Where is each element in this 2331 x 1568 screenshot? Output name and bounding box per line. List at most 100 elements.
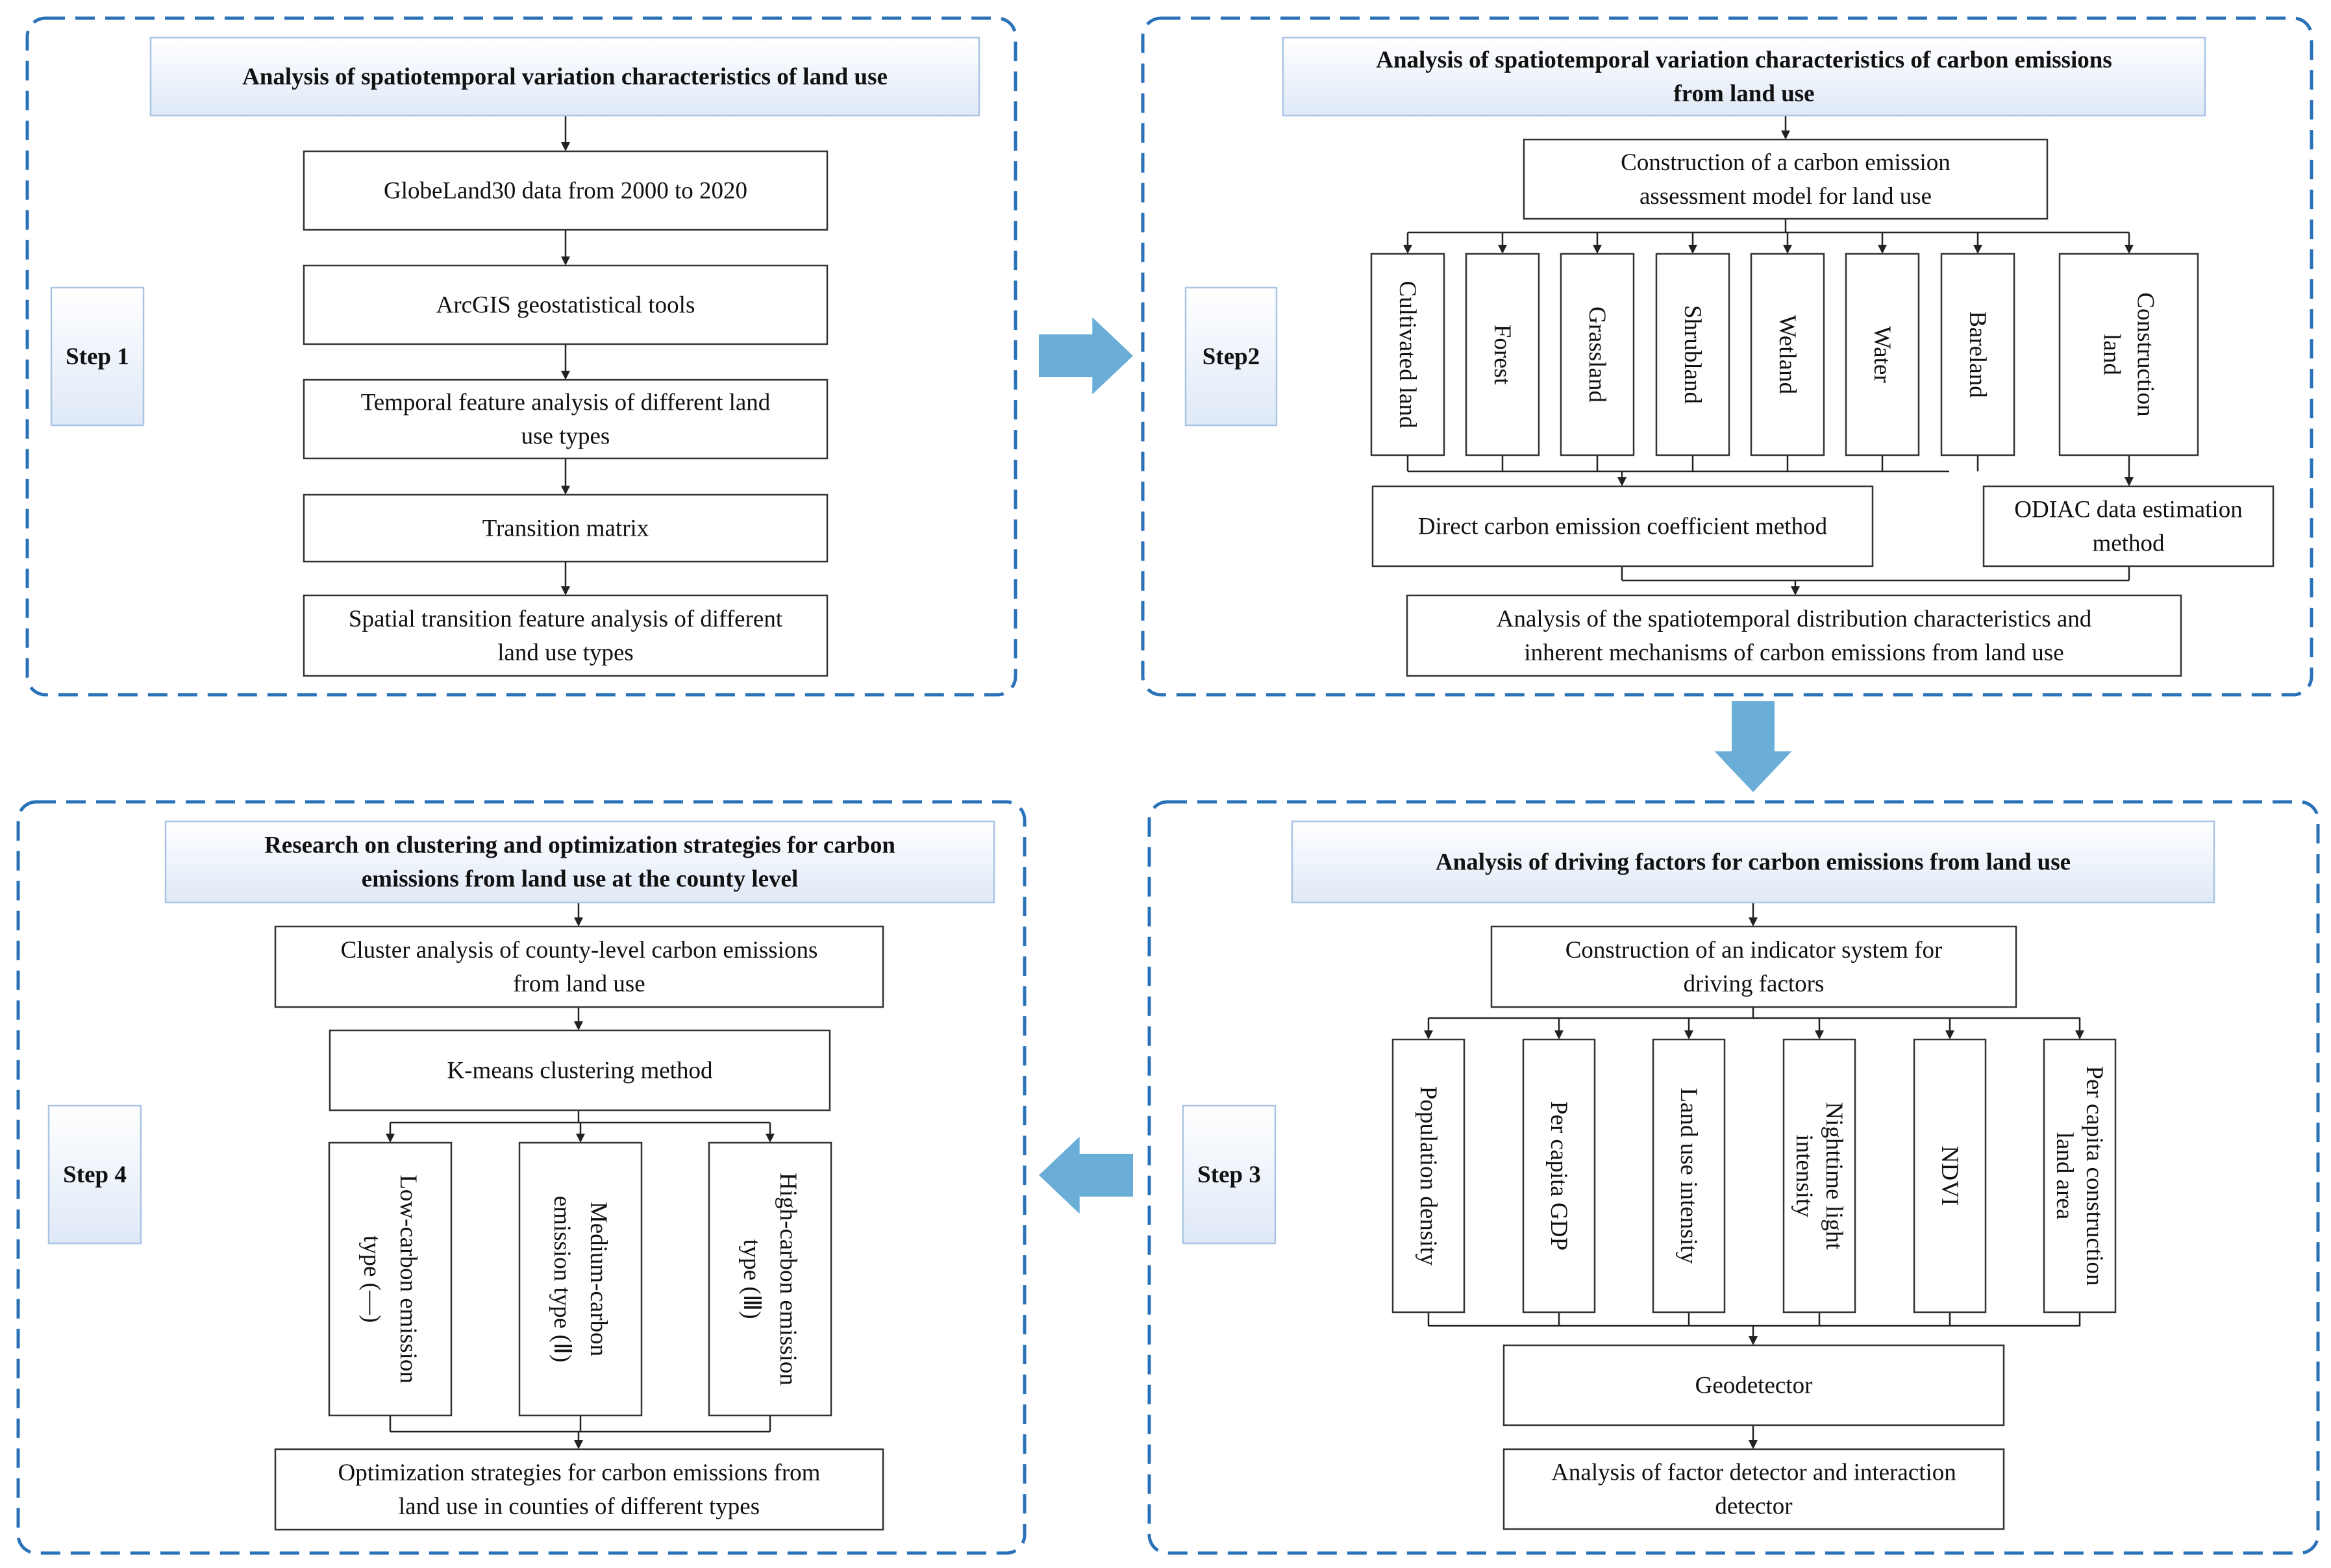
step1-title-line: Analysis of spatiotemporal variation cha…	[242, 64, 888, 90]
step4-cluster-box-line: from land use	[513, 971, 645, 997]
step3-factor-3-frame	[1652, 1038, 1726, 1313]
step4-result-box-line: Optimization strategies for carbon emiss…	[338, 1460, 821, 1486]
step3-geodetector-box-frame	[1502, 1344, 2005, 1426]
step2-type-5-line: Wetland	[1775, 315, 1801, 395]
step4-title: Research on clustering and optimization …	[164, 820, 995, 904]
step3-factor-2: Per capita GDP	[1522, 1038, 1596, 1313]
step2-type-7-frame	[1940, 253, 2015, 456]
step3-arrow-factor-2-head	[1554, 1030, 1564, 1039]
step4-result-box: Optimization strategies for carbon emiss…	[274, 1448, 884, 1531]
step3-factor-3: Land use intensity	[1652, 1038, 1726, 1313]
step4-panel	[16, 800, 1027, 1555]
step4-kmeans-box-frame	[329, 1029, 831, 1112]
step2-type-7-line: Bareland	[1965, 311, 1991, 398]
step1-box-1-line: GlobeLand30 data from 2000 to 2020	[384, 177, 747, 204]
step1-box-1-label: GlobeLand30 data from 2000 to 2020	[384, 177, 747, 204]
step3-factor-6: Per capita constructionland area	[2043, 1038, 2117, 1313]
step3-label-box-line: Step 3	[1197, 1162, 1261, 1188]
step1-label-box: Step 1	[50, 286, 145, 427]
step2-arrow-type-3-head	[1593, 245, 1602, 254]
step4-type-2-label: Medium-carbonemission type (Ⅱ)	[549, 1196, 612, 1363]
step2-label-box-frame	[1184, 286, 1278, 427]
step2-odiac-box-frame	[1982, 485, 2275, 567]
step4-arrow-type-2-head	[576, 1134, 585, 1143]
step3-factor-1-line: Population density	[1415, 1086, 1442, 1266]
step3-label-box-label: Step 3	[1197, 1162, 1261, 1188]
step3-title: Analysis of driving factors for carbon e…	[1291, 820, 2215, 904]
step2-type-6-line: Water	[1869, 326, 1896, 382]
step2-arrow-type-4-head	[1688, 245, 1697, 254]
step1-title: Analysis of spatiotemporal variation cha…	[149, 36, 980, 117]
step3-title-frame	[1291, 820, 2215, 904]
step4-type-1-line: type (—)	[359, 1236, 386, 1323]
step2-type-8-frame	[2058, 253, 2199, 456]
step1-box-1: GlobeLand30 data from 2000 to 2020	[303, 150, 829, 231]
step1-box-1-frame	[303, 150, 829, 231]
step2-direct-box-label: Direct carbon emission coefficient metho…	[1418, 513, 1828, 540]
step3-indicator-box-frame	[1490, 925, 2017, 1008]
step3-factor-2-line: Per capita GDP	[1546, 1101, 1573, 1251]
step2-title-frame	[1282, 36, 2206, 117]
step2-result-box-label: Analysis of the spatiotemporal distribut…	[1497, 606, 2092, 666]
step3-factor-1-label: Population density	[1415, 1086, 1442, 1266]
step3-factor-4-label: Nighttime lightintensity	[1791, 1102, 1848, 1250]
step3-indicator-box-line: driving factors	[1684, 971, 1825, 997]
step3-result-box-line: detector	[1715, 1493, 1792, 1519]
step1-box-2-label: ArcGIS geostatistical tools	[436, 292, 695, 318]
flow-arrow-step1-to-step2	[1039, 317, 1133, 395]
step3-arrow-factor-1-head	[1424, 1030, 1433, 1039]
step2-type-6: Water	[1845, 253, 1920, 456]
step1-box-3-label: Temporal feature analysis of different l…	[361, 389, 771, 449]
step3-factor-6-line: land area	[2052, 1132, 2078, 1220]
step1-box-3-line: use types	[521, 423, 610, 449]
step2-label-box-line: Step2	[1203, 343, 1260, 370]
step1-label-box-label: Step 1	[66, 343, 129, 370]
step4-type-2-line: emission type (Ⅱ)	[549, 1196, 576, 1363]
step3-factor-5-line: NDVI	[1937, 1146, 1963, 1206]
step3-label-box-frame	[1182, 1104, 1277, 1245]
step3-factor-6-frame	[2043, 1038, 2117, 1313]
step2-type-2-label: Forest	[1490, 325, 1516, 385]
step2-arrow-type-1-head	[1403, 245, 1412, 254]
step4-title-line: emissions from land use at the county le…	[362, 865, 799, 892]
step3-factor-5: NDVI	[1913, 1038, 1987, 1313]
step3-factor-5-frame	[1913, 1038, 1987, 1313]
step4-kmeans-box-line: K-means clustering method	[447, 1057, 713, 1084]
step2-type-8-label: Constructionland	[2099, 292, 2159, 416]
step2-title-label: Analysis of spatiotemporal variation cha…	[1376, 47, 2112, 107]
step2-type-6-frame	[1845, 253, 1920, 456]
step4-arrow-result-head	[574, 1440, 583, 1449]
step2-type-5-label: Wetland	[1775, 315, 1801, 395]
step2-type-4-label: Shrubland	[1680, 305, 1706, 404]
step3-arrow-geo-head	[1749, 1336, 1758, 1345]
step3-arrow-factor-6-head	[2075, 1030, 2084, 1039]
step2-arrow-type-7-head	[1973, 245, 1982, 254]
step2-type-2: Forest	[1465, 253, 1540, 456]
step4-type-1-frame	[328, 1141, 453, 1417]
step3-factor-6-label: Per capita constructionland area	[2052, 1065, 2108, 1286]
step3-panel	[1147, 800, 2320, 1555]
step3-arrow-factor-3-head	[1684, 1030, 1693, 1039]
step2-result-box-line: Analysis of the spatiotemporal distribut…	[1497, 606, 2092, 632]
step3-arrow-factor-4-head	[1815, 1030, 1824, 1039]
step1-box-5: Spatial transition feature analysis of d…	[303, 594, 829, 677]
step4-arrow-type-1-head	[386, 1134, 395, 1143]
step2-model-box-frame	[1523, 138, 2049, 220]
step3-factor-1: Population density	[1391, 1038, 1465, 1313]
step4-cluster-box-label: Cluster analysis of county-level carbon …	[341, 937, 818, 997]
step3-factor-2-label: Per capita GDP	[1546, 1101, 1573, 1251]
flow-arrow-step3-to-step4	[1039, 1136, 1133, 1214]
step2-type-1-line: Cultivated land	[1395, 280, 1421, 429]
step4-result-box-label: Optimization strategies for carbon emiss…	[338, 1460, 821, 1520]
step4-type-1-line: Low-carbon emission	[395, 1175, 422, 1384]
step1-arrow-0-head	[561, 142, 570, 151]
step2-model-box-line: Construction of a carbon emission	[1621, 149, 1951, 176]
step2-type-5-frame	[1750, 253, 1825, 456]
step2-type-3-frame	[1560, 253, 1635, 456]
step2-arrow-result-head	[1791, 586, 1800, 595]
step3-title-label: Analysis of driving factors for carbon e…	[1436, 849, 2071, 875]
step4-result-box-line: land use in counties of different types	[399, 1493, 760, 1520]
